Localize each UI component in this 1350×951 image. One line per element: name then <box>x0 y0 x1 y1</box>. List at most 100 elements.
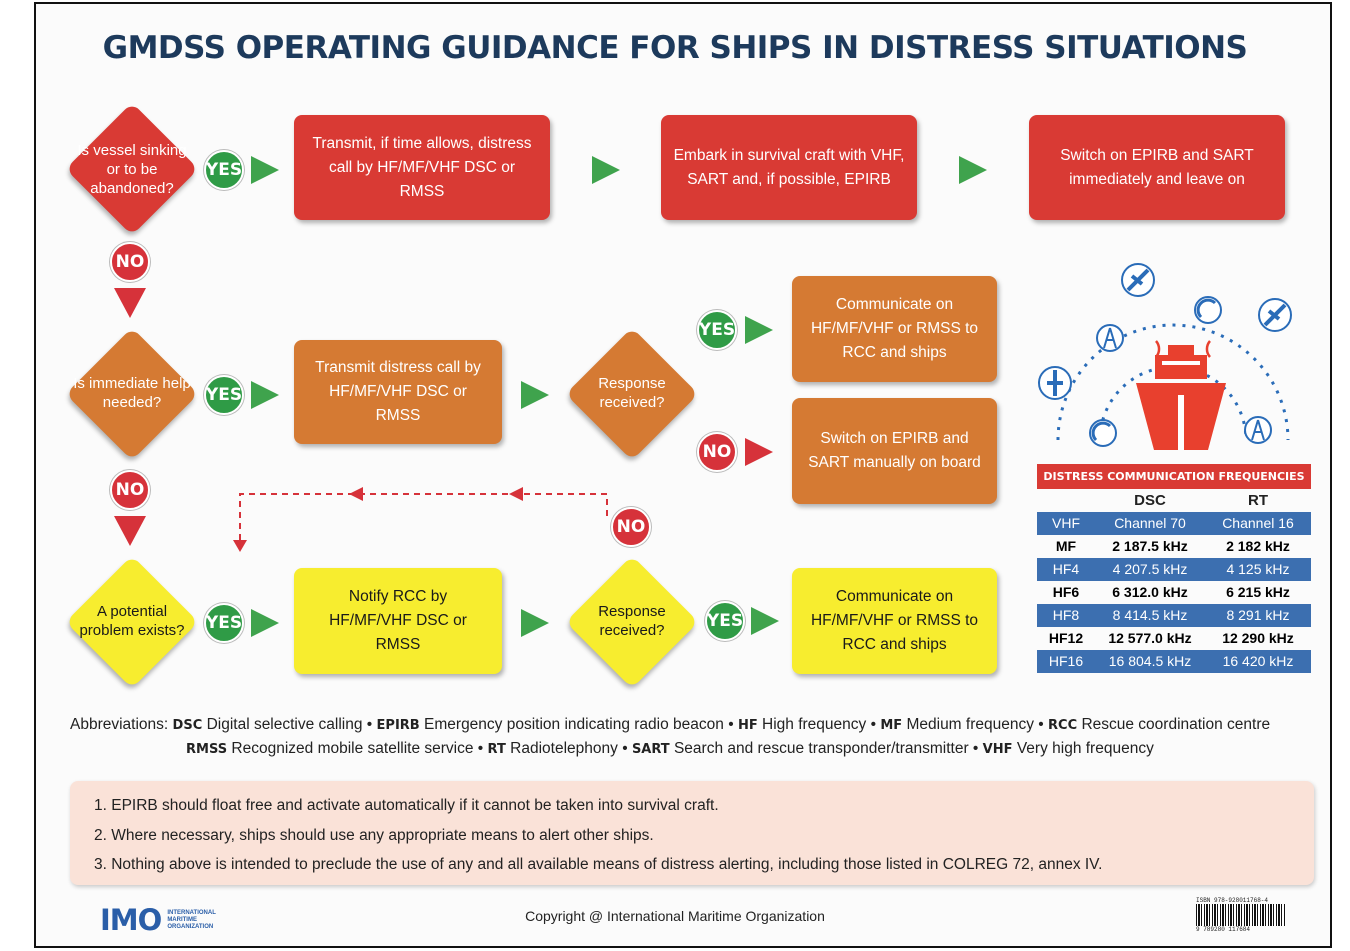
page-title: GMDSS OPERATING GUIDANCE FOR SHIPS IN DI… <box>102 30 1248 66</box>
band-cell: HF12 <box>1048 630 1084 646</box>
question-sinking-text: Is vessel sinking or to be abandoned? <box>77 141 187 197</box>
rt-cell: 8 291 kHz <box>1226 607 1290 623</box>
rt-cell: 2 182 kHz <box>1226 538 1290 554</box>
arrow-right-icon <box>592 156 620 184</box>
abbr-definition: Digital selective calling <box>206 716 363 733</box>
arrow-right-icon <box>521 609 549 637</box>
abbreviations: Abbreviations: DSC Digital selective cal… <box>70 716 1271 757</box>
step-transmit-distress-call-2: Transmit distress call by HF/MF/VHF DSC … <box>294 340 502 444</box>
radio-tower-icon <box>1096 324 1124 352</box>
band-cell: MF <box>1055 538 1077 554</box>
abbr-term: EPIRB <box>376 718 420 733</box>
band-cell: HF8 <box>1052 607 1080 623</box>
response-received-text: Response received? <box>598 375 666 411</box>
arrow-right-icon <box>251 609 279 637</box>
arrow-right-icon <box>251 156 279 184</box>
dsc-cell: 2 187.5 kHz <box>1112 538 1188 554</box>
satellite-dish-icon <box>1194 296 1222 324</box>
step-transmit-distress-call: Transmit, if time allows, distress call … <box>294 115 550 220</box>
band-cell: VHF <box>1052 515 1080 531</box>
table-row: HF12 12 577.0 kHz 12 290 kHz <box>1037 627 1311 650</box>
rt-cell: 4 125 kHz <box>1226 561 1290 577</box>
arrow-right-icon <box>521 381 549 409</box>
abbr-term: DSC <box>172 718 203 733</box>
arrow-right-icon <box>751 607 779 635</box>
rt-cell: 12 290 kHz <box>1222 630 1294 646</box>
abbr-term: HF <box>737 718 758 733</box>
column-header-rt: RT <box>1248 492 1268 509</box>
dsc-cell: 8 414.5 kHz <box>1112 607 1188 623</box>
abbr-definition: Radiotelephony <box>510 740 618 757</box>
logo-sub-line: ORGANIZATION <box>167 923 214 930</box>
abbr-definition: Very high frequency <box>1016 740 1154 757</box>
frequency-table: DISTRESS COMMUNICATION FREQUENCIES DSC R… <box>1037 464 1311 673</box>
abbr-term: RMSS <box>186 742 228 757</box>
no-badge: NO <box>611 507 651 547</box>
abbr-definition: Medium frequency <box>906 716 1034 733</box>
dsc-cell: 6 312.0 kHz <box>1112 584 1188 600</box>
notes-box: 1. EPIRB should float free and activate … <box>70 781 1314 885</box>
step-communicate-rcc-ships-3: Communicate on HF/MF/VHF or RMSS to RCC … <box>792 568 997 674</box>
frequency-table-title: DISTRESS COMMUNICATION FREQUENCIES <box>1037 464 1311 489</box>
arrow-right-icon <box>745 438 773 466</box>
yes-badge: YES <box>697 310 737 350</box>
column-header-dsc: DSC <box>1134 492 1166 509</box>
abbr-term: SART <box>631 742 670 757</box>
dsc-cell: Channel 70 <box>1114 515 1186 531</box>
satellite-icon <box>1121 263 1155 297</box>
abbr-term: RT <box>487 742 506 757</box>
ship-satellite-illustration <box>1038 263 1292 450</box>
ship-icon <box>1136 340 1226 450</box>
dsc-cell: 12 577.0 kHz <box>1108 630 1192 646</box>
question-immediate-help-text: Is immediate help needed? <box>73 375 191 411</box>
band-cell: HF6 <box>1052 584 1080 600</box>
question-potential-problem-text: A potential problem exists? <box>79 603 185 639</box>
no-badge: NO <box>110 470 150 510</box>
isbn-text: ISBN 978-928011768-4 <box>1196 897 1269 904</box>
yes-badge: YES <box>705 601 745 641</box>
no-badge: NO <box>110 242 150 282</box>
step-notify-rcc: Notify RCC by HF/MF/VHF DSC or RMSS <box>294 568 502 674</box>
logo-sub-line: MARITIME <box>167 916 197 923</box>
logo-sub-line: INTERNATIONAL <box>167 909 216 916</box>
imo-logo: IMO INTERNATIONAL MARITIME ORGANIZATION <box>100 903 216 937</box>
dashed-return-arrow <box>233 487 608 552</box>
abbr-definition: Recognized mobile satellite service <box>231 740 474 757</box>
table-row: HF8 8 414.5 kHz 8 291 kHz <box>1037 604 1311 627</box>
step-embark-survival-craft: Embark in survival craft with VHF, SART … <box>661 115 917 220</box>
abbr-term: RCC <box>1048 718 1078 733</box>
satellite-icon <box>1258 298 1292 332</box>
abbr-term: MF <box>880 718 903 733</box>
yes-badge: YES <box>204 150 244 190</box>
step-switch-on-epirb-sart: Switch on EPIRB and SART immediately and… <box>1029 115 1285 220</box>
barcode-digits: 9 789280 117684 <box>1196 926 1251 933</box>
radio-tower-icon <box>1244 416 1272 444</box>
arrow-right-icon <box>959 156 987 184</box>
barcode-bars <box>1196 904 1286 926</box>
note-item: 2. Where necessary, ships should use any… <box>94 826 654 844</box>
abbr-definition: Emergency position indicating radio beac… <box>424 716 724 733</box>
satellite-icon <box>1038 366 1072 400</box>
table-row: MF 2 187.5 kHz 2 182 kHz <box>1037 535 1311 558</box>
arrow-right-icon <box>251 381 279 409</box>
abbr-term: VHF <box>982 742 1013 757</box>
note-item: 1. EPIRB should float free and activate … <box>94 797 719 814</box>
note-item: 3. Nothing above is intended to preclude… <box>94 856 1103 873</box>
step-communicate-rcc-ships: Communicate on HF/MF/VHF or RMSS to RCC … <box>792 276 997 382</box>
step-switch-on-manually: Switch on EPIRB and SART manually on boa… <box>792 398 997 504</box>
barcode: ISBN 978-928011768-4 9 789280 117684 <box>1196 897 1286 933</box>
yes-badge: YES <box>204 375 244 415</box>
dsc-cell: 4 207.5 kHz <box>1112 561 1188 577</box>
band-cell: HF16 <box>1048 653 1084 669</box>
response-received-text: Response received? <box>598 603 666 639</box>
abbreviations-label: Abbreviations: <box>70 716 169 733</box>
column-header <box>1037 489 1095 512</box>
no-badge: NO <box>697 432 737 472</box>
imo-logo-text: IMO <box>100 903 162 937</box>
abbr-definition: Rescue coordination centre <box>1081 716 1271 733</box>
arrow-right-icon <box>745 316 773 344</box>
abbr-definition: High frequency <box>762 716 867 733</box>
